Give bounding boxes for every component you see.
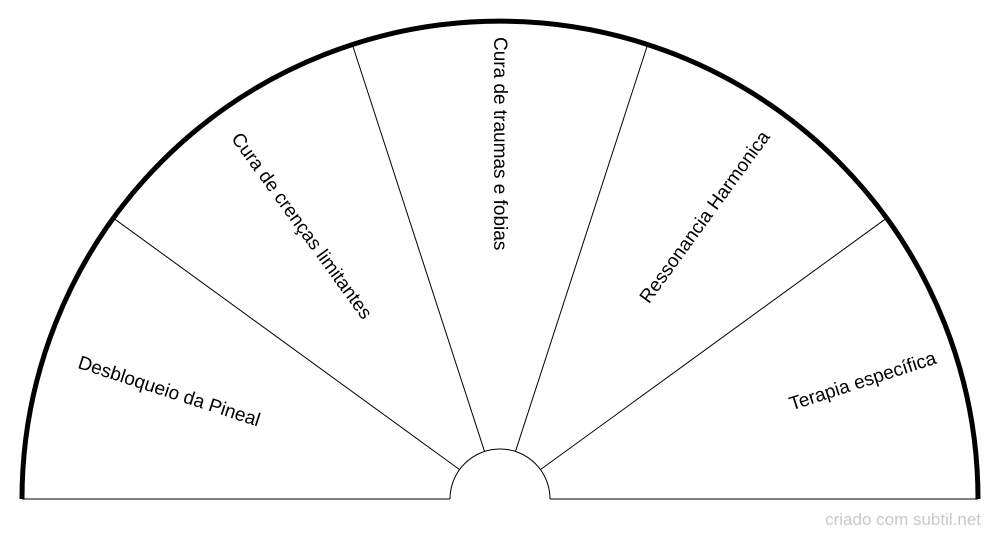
watermark[interactable]: criado com subtil.net — [825, 510, 981, 529]
sector-label-1: Desbloqueio da Pineal — [75, 353, 262, 432]
sector-divider-1 — [112, 217, 460, 471]
outer-arc — [19, 18, 981, 500]
sector-divider-3 — [514, 44, 649, 452]
sector-label-2: Cura de crenças limitantes — [227, 129, 376, 323]
sector-divider-4 — [540, 217, 888, 471]
sector-label-3: Cura de traumas e fobias — [489, 37, 510, 250]
sector-divider-2 — [351, 44, 486, 452]
inner-circle — [449, 448, 551, 500]
sector-label-5: Terapia específica — [787, 348, 940, 415]
sector-label-4: Ressonancia Harmonica — [636, 127, 775, 307]
